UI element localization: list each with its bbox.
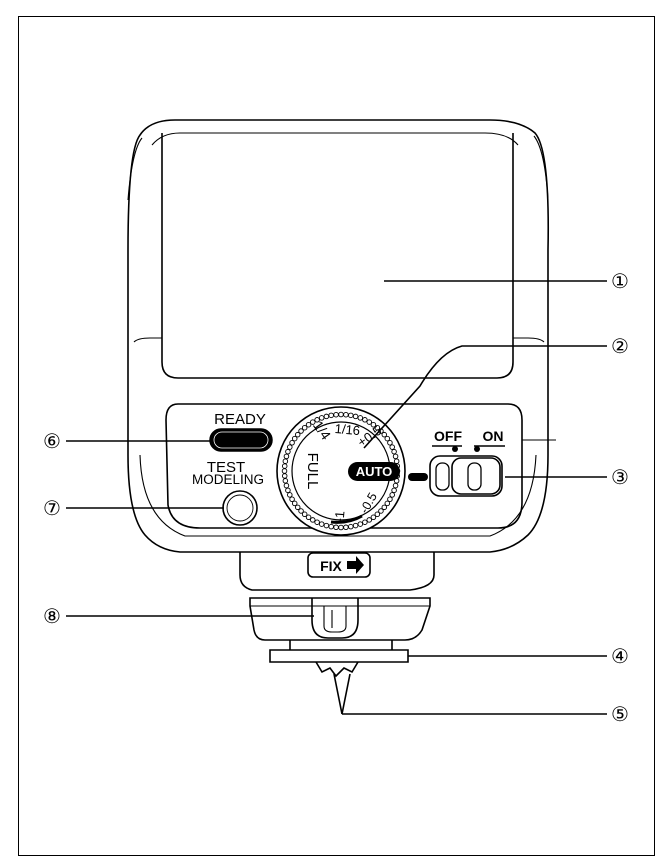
dial-knurl	[389, 492, 395, 498]
ready-lamp: READY	[209, 411, 273, 452]
dial-knurl	[391, 448, 397, 455]
dial-knurl	[301, 424, 308, 431]
dial-knurl	[318, 415, 325, 421]
dial-knurl	[362, 417, 368, 423]
dial-knurl	[314, 519, 320, 525]
callout-6: ⑥	[43, 431, 61, 453]
dial-full: FULL	[304, 453, 321, 490]
dial-knurl	[285, 487, 291, 494]
control-panel	[165, 403, 556, 529]
dial-knurl	[287, 444, 293, 450]
dial-knurl	[289, 496, 295, 503]
dial-knurl	[298, 428, 304, 434]
dial-knurl	[289, 440, 295, 446]
flash-body	[127, 119, 550, 553]
dial-knurl	[389, 444, 395, 450]
dial-knurl	[305, 514, 312, 521]
dial-knurl	[314, 417, 320, 423]
dial-knurl	[291, 500, 298, 507]
dial-knurl	[370, 421, 377, 428]
dial-knurl	[287, 492, 293, 498]
flash-window	[133, 133, 545, 379]
dial-knurl	[310, 419, 316, 425]
arrow-right-icon	[347, 556, 364, 574]
dial-knurl	[310, 517, 316, 523]
fix-label: FIX	[320, 558, 342, 574]
dial-knurl	[391, 487, 397, 494]
dial-knurl	[305, 421, 312, 428]
ready-label: READY	[214, 411, 266, 428]
dial-knurl	[387, 496, 393, 503]
hot-shoe-plate	[269, 640, 409, 678]
dial-knurl	[323, 522, 330, 529]
dial-minus-one: -1	[332, 510, 348, 523]
dial-knurl	[366, 419, 373, 425]
dial-knurl	[357, 415, 364, 421]
dial-knurl	[298, 508, 304, 514]
callout-3: ③	[611, 467, 629, 489]
callout-8: ⑧	[43, 606, 61, 628]
dial-knurl	[366, 517, 373, 523]
dial-knurl	[301, 511, 308, 518]
dial-index-mark	[408, 473, 428, 481]
dial-knurl	[362, 519, 368, 525]
dial-knurl	[392, 482, 399, 489]
off-label: OFF	[434, 428, 462, 444]
dial-knurl	[285, 448, 291, 455]
modeling-label: MODELING	[192, 472, 264, 487]
test-label: TEST	[207, 459, 245, 476]
dial-knurl	[357, 521, 364, 527]
dial-knurl	[283, 453, 290, 460]
power-switch[interactable]: OFF ON	[429, 428, 505, 497]
dial-knurl	[387, 440, 393, 446]
dial-knurl	[374, 511, 381, 518]
dial-knurl	[352, 413, 359, 420]
callout-7: ⑦	[43, 498, 61, 520]
dial-knurl	[318, 521, 325, 527]
callout-4: ④	[611, 646, 629, 668]
dial-auto: AUTO	[356, 464, 393, 479]
dial-knurl	[294, 504, 301, 511]
dial-knurl	[294, 431, 301, 438]
flash-output-dial[interactable]: FULL 1/4 1/16 +0.5 AUTO -0.5 -1	[276, 406, 406, 536]
dial-knurl	[384, 500, 391, 507]
callout-1: ①	[611, 271, 629, 293]
callout-5: ⑤	[611, 704, 629, 726]
dial-knurl	[381, 431, 388, 438]
dial-knurl	[381, 504, 388, 511]
dial-knurl	[374, 424, 381, 431]
dial-knurl	[370, 514, 377, 521]
dial-knurl	[384, 435, 391, 442]
callouts: ① ② ③ ④ ⑤ ⑥ ⑦ ⑧	[43, 271, 629, 726]
leader-lines	[66, 280, 607, 715]
dial-sixteenth: 1/16	[334, 421, 361, 438]
on-label: ON	[483, 428, 504, 444]
dial-knurl	[291, 435, 298, 442]
fix-lock-label: FIX	[307, 552, 371, 578]
mounting-foot	[239, 552, 435, 641]
test-modeling-button[interactable]: TEST MODELING	[192, 459, 264, 526]
dial-knurl	[378, 508, 384, 514]
callout-2: ②	[611, 336, 629, 358]
